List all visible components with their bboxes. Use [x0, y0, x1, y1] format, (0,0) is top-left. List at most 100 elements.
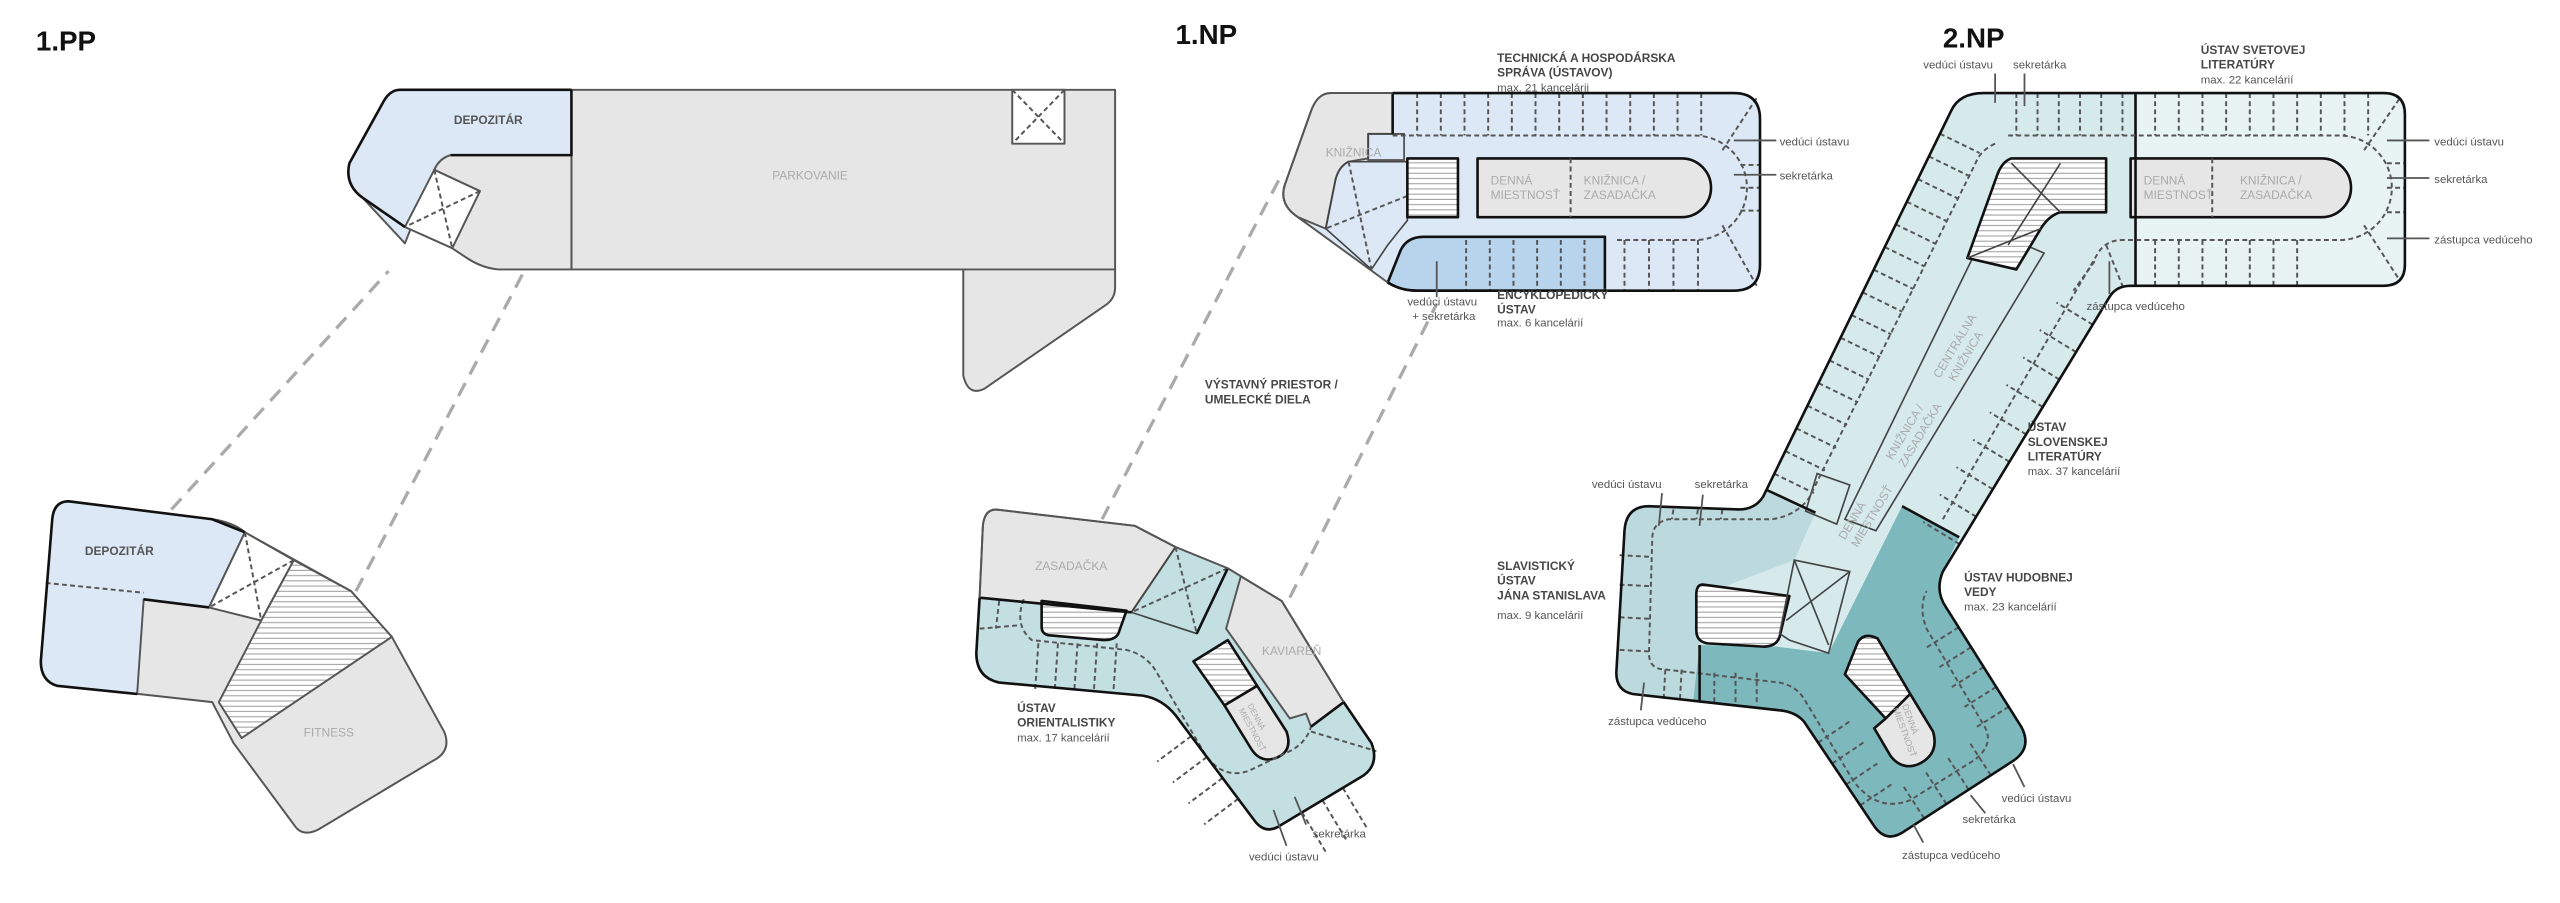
office-partition — [1967, 740, 1992, 776]
role-label: sekretárka — [1695, 479, 1749, 491]
department-name: JÁNA STANISLAVA — [1497, 587, 1606, 602]
role-label: sekretárka — [1313, 829, 1367, 841]
office-partition — [1862, 291, 1903, 313]
office-partition — [1873, 268, 1914, 290]
office-partition — [1962, 686, 1997, 709]
void-hatch — [1843, 634, 1912, 720]
leader-line — [1272, 809, 1288, 847]
stair-area — [1324, 160, 1409, 271]
office-partition — [1937, 646, 1972, 669]
department-capacity: max. 23 kancelárií — [1964, 602, 2057, 614]
floor-title: 2.NP — [1943, 22, 2005, 53]
department-name: ÚSTAV — [1497, 302, 1536, 317]
office-partition — [1795, 427, 1837, 449]
department-name: ÚSTAV HUDOBNEJ — [1964, 569, 2073, 584]
office-partition — [1619, 554, 1651, 558]
floor-1pp: 1.PP DEPOZITÁR PARKOVANIE DEPOZITÁR FITN… — [36, 26, 1117, 834]
office-partition — [1939, 493, 1977, 518]
stair-hatch — [1406, 157, 1460, 219]
office-partition — [1928, 155, 1969, 177]
leader-line — [1912, 824, 1925, 844]
office-partition — [2005, 384, 2044, 408]
office-partition — [2072, 260, 2096, 292]
department-name: ÚSTAV — [1017, 700, 1056, 715]
floor-title: 1.PP — [36, 26, 96, 57]
leader-line — [1293, 796, 1307, 825]
department-name: ÚSTAV — [2028, 419, 2067, 434]
office-partition — [1695, 509, 1699, 520]
department-name: TECHNICKÁ A HOSPODÁRSKA — [1497, 50, 1676, 65]
stair-cross — [1131, 546, 1229, 634]
role-label: sekretárka — [2013, 60, 2067, 72]
office-partition — [1972, 438, 2010, 463]
role-label: vedúci ústavu — [1407, 296, 1477, 308]
ramp — [962, 268, 1117, 392]
department-name: ORIENTALISTIKY — [1017, 716, 1115, 730]
office-partition — [1619, 648, 1651, 653]
office-partition — [1950, 666, 1985, 689]
stair-box — [1778, 559, 1851, 655]
building-outline — [975, 567, 1376, 831]
office-partition — [1172, 756, 1208, 784]
leader-line — [2012, 763, 2026, 788]
room-label: MIESTNOSŤ — [1491, 187, 1560, 202]
partition — [45, 581, 144, 594]
role-label: zástupca vedúceho — [1902, 850, 2000, 862]
office-partitions — [1619, 93, 2405, 819]
role-label: vedúci ústavu — [1249, 852, 1319, 864]
connector-line — [354, 273, 524, 592]
role-label: + sekretárka — [1412, 311, 1476, 323]
room-label: DEPOZITÁR — [454, 112, 523, 127]
office-partition — [1895, 223, 1936, 245]
stair-cross — [1785, 559, 1851, 646]
office-partition — [1917, 178, 1958, 200]
stair-cross — [208, 532, 295, 621]
role-label: vedúci ústavu — [2434, 136, 2504, 148]
office-partition — [1923, 769, 1948, 805]
room-denna-hudobna — [1872, 692, 1936, 768]
office-partition — [2055, 301, 2094, 326]
role-label: vedúci ústavu — [2002, 793, 2072, 805]
department-name: SLOVENSKEJ — [2028, 435, 2108, 449]
department-name: LITERATÚRY — [2028, 448, 2102, 463]
department-name: VEDY — [1964, 585, 1996, 599]
department-capacity: max. 37 kancelárií — [2028, 466, 2121, 478]
room-label: KNIŽNICA — [1326, 145, 1382, 160]
department-capacity: max. 6 kancelárií — [1497, 318, 1584, 330]
office-partition — [1721, 224, 1758, 287]
core-room — [1476, 157, 1713, 219]
office-partitions — [979, 600, 1377, 853]
role-label: vedúci ústavu — [1592, 479, 1662, 491]
role-label: vedúci ústavu — [1923, 60, 1993, 72]
shaft-cross — [1011, 89, 1066, 145]
office-partition — [1906, 200, 1947, 222]
department-name: ÚSTAV SVETOVEJ — [2201, 42, 2306, 57]
department-name: ENCYKLOPEDICKÝ — [1497, 287, 1608, 302]
office-partition — [2363, 97, 2401, 151]
office-partition — [1807, 404, 1848, 426]
leader-line — [1639, 682, 1645, 711]
department-capacity: max. 9 kancelárií — [1497, 610, 1584, 622]
office-partition — [1975, 705, 2010, 729]
office-partition — [1922, 521, 1961, 545]
building-outline-gray — [978, 508, 1345, 703]
department-name: SLAVISTICKÝ — [1497, 558, 1575, 573]
office-partition — [1851, 314, 1892, 336]
department-name: LITERATÚRY — [2201, 57, 2275, 72]
office-partition — [1884, 246, 1925, 268]
room-label: FITNESS — [304, 725, 354, 739]
office-partition — [1187, 777, 1224, 805]
floor-title: 1.NP — [1176, 19, 1238, 50]
department-capacity: max. 21 kancelárii — [1497, 82, 1589, 94]
room-label: KNIŽNICA / — [2240, 173, 2302, 188]
office-partition — [994, 600, 1001, 629]
building-outline-gray — [1282, 92, 1393, 284]
department-name: SPRÁVA (ÚSTAVOV) — [1497, 65, 1612, 80]
office-partition — [1829, 359, 1870, 381]
room-label: KAVIAREŇ — [1262, 643, 1321, 658]
office-partition — [1859, 781, 1895, 807]
room-label: PARKOVANIE — [772, 169, 848, 183]
building-outline — [347, 88, 573, 229]
office-partition — [1989, 411, 2027, 436]
